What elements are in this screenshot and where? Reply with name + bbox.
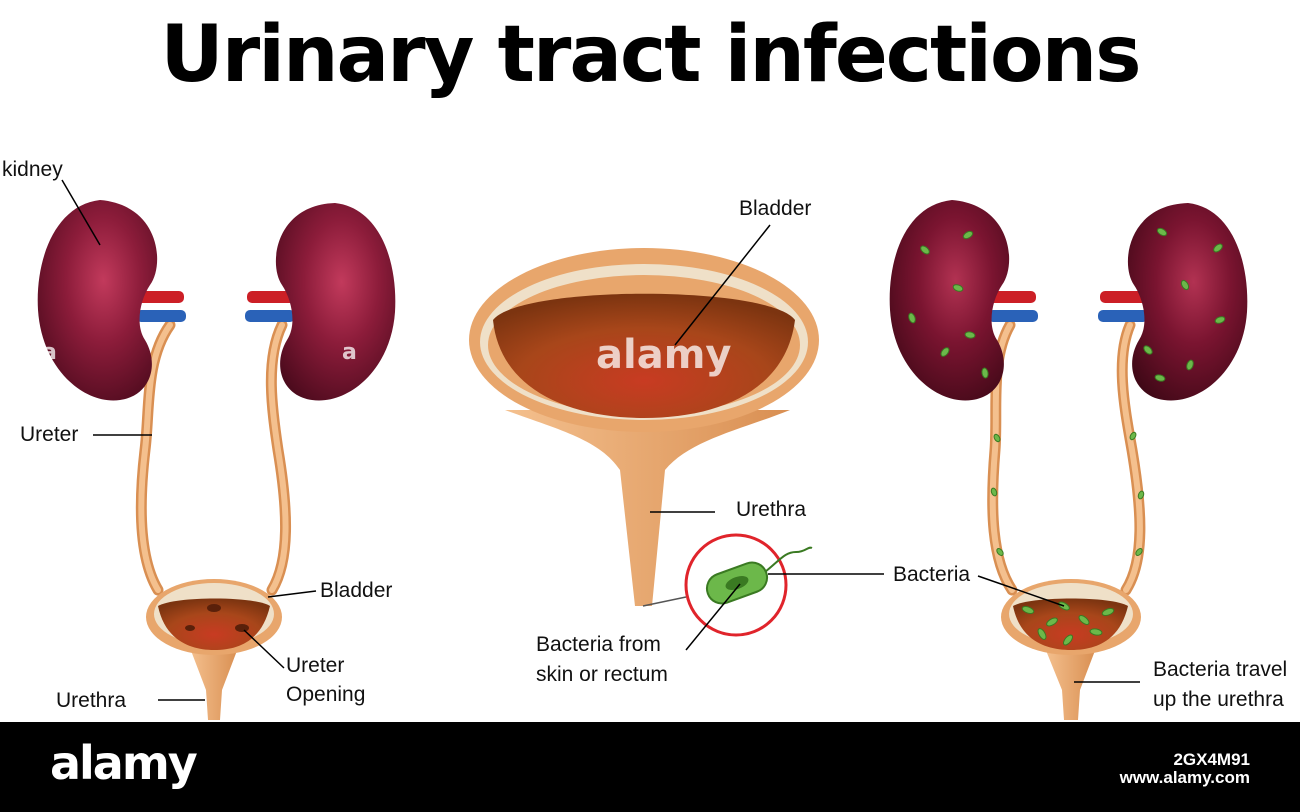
watermark-small-right: a	[342, 340, 357, 365]
ureter-label: Ureter	[20, 423, 79, 446]
left-bladder-label: Bladder	[320, 579, 393, 602]
kidney-bacteria-cluster	[908, 227, 1226, 556]
watermark-small-left: a	[42, 340, 57, 365]
center-urethra-funnel	[505, 410, 790, 606]
left-ureter-inner	[138, 322, 173, 593]
bacteria-source-label-line1: Bacteria from	[536, 633, 661, 656]
infected-vein-left	[988, 310, 1038, 322]
infected-artery-right	[1100, 291, 1148, 303]
artery-left	[136, 291, 184, 303]
ureter-opening-label-line1: Ureter	[286, 654, 345, 677]
left-bladder-funnel	[190, 648, 238, 720]
infected-right-ureter-inner	[1119, 322, 1143, 593]
watermark-center: alamy	[596, 332, 732, 378]
ureter-opening-label-line2: Opening	[286, 683, 366, 706]
right-kidney	[275, 203, 396, 401]
center-bladder-label: Bladder	[739, 197, 812, 220]
ureter-opening-leader	[243, 629, 285, 669]
ureter-opening-2	[235, 624, 249, 632]
left-bladder-inner	[158, 598, 270, 650]
bacteria-travel-label-line2: up the urethra	[1153, 688, 1284, 711]
bacteria-flagellum	[764, 546, 813, 573]
left-urethra-label: Urethra	[56, 689, 127, 712]
infected-artery-left	[988, 291, 1036, 303]
kidney-label: kidney	[2, 158, 63, 181]
right-infected-urinary-system	[889, 200, 1248, 720]
center-bladder-leader	[674, 224, 771, 346]
vein-left	[136, 310, 186, 322]
bacteria-label: Bacteria	[893, 563, 971, 586]
bacteria-source-leader	[685, 583, 741, 651]
right-ureter-inner	[268, 322, 289, 593]
urethra-to-circle-leader	[642, 596, 687, 607]
infected-vein-right	[1098, 310, 1148, 322]
center-bladder-inner	[493, 293, 795, 418]
bacteria-nucleus	[725, 576, 749, 590]
center-urethra-label: Urethra	[736, 498, 807, 521]
footer-image-id: 2GX4M91	[1173, 750, 1250, 769]
bladder-bacteria-cluster	[1021, 601, 1115, 646]
left-urinary-system	[37, 179, 396, 720]
vein-right	[245, 310, 295, 322]
artery-right	[247, 291, 295, 303]
watermark-footer: alamy 2GX4M91 www.alamy.com	[0, 722, 1300, 812]
ureter-opening-3	[185, 625, 195, 631]
bacteria-travel-label-line1: Bacteria travel	[1153, 658, 1288, 681]
bacteria-source-label-line2: skin or rectum	[536, 663, 668, 686]
urinary-tract-diagram	[37, 179, 1248, 720]
infected-bladder-funnel	[1045, 648, 1096, 720]
ureter-opening-1	[207, 604, 221, 612]
left-kidney	[37, 200, 158, 401]
right-bacteria-leader	[977, 575, 1065, 607]
infected-left-kidney	[889, 200, 1010, 401]
center-bladder	[469, 224, 884, 651]
footer-site: www.alamy.com	[1119, 768, 1250, 787]
kidney-leader	[61, 179, 101, 246]
page-title: Urinary tract infections	[160, 10, 1141, 100]
footer-logo: alamy	[50, 736, 198, 790]
left-bladder-leader	[267, 590, 317, 598]
infected-right-kidney	[1127, 203, 1248, 401]
